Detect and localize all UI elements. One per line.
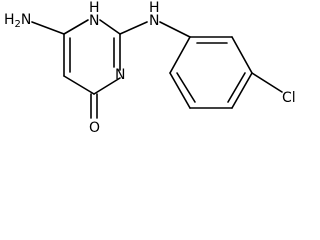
bond-ph-3 bbox=[231, 72, 253, 109]
bond-c2-nh bbox=[119, 21, 148, 35]
bond-c4-c5 bbox=[63, 75, 95, 95]
molecule-diagram: H2N H N N O H N Cl bbox=[4, 0, 296, 136]
label-layer: H2N H N N O H N Cl bbox=[4, 0, 296, 136]
bond-c6-n1 bbox=[63, 19, 89, 35]
amino-group-label: H2N bbox=[4, 12, 31, 30]
ring-n-label: N bbox=[115, 67, 125, 83]
bond-layer bbox=[31, 19, 283, 119]
chlorine-label: Cl bbox=[282, 90, 296, 106]
bond-nh-ph bbox=[159, 21, 191, 38]
amino-subscript-label: 2 bbox=[15, 19, 21, 30]
carbonyl-o-label: O bbox=[89, 120, 100, 136]
linker-nh-h-label: H bbox=[149, 0, 160, 16]
bond-ph-3-double bbox=[227, 72, 246, 103]
amino-n-label: N bbox=[21, 12, 31, 28]
bond-n3-c4 bbox=[93, 77, 121, 95]
bond-ph-6 bbox=[169, 36, 191, 74]
bond-ph-5 bbox=[169, 72, 191, 109]
bond-n1-c2 bbox=[99, 19, 121, 35]
ring-nh-h-label: H bbox=[89, 0, 100, 16]
ring-nh-n-label: N bbox=[89, 13, 99, 29]
bond-ph-5-double bbox=[176, 72, 196, 103]
bond-ph-cl bbox=[251, 72, 283, 93]
bond-ph-2 bbox=[231, 36, 253, 74]
amino-h-label: H bbox=[4, 12, 15, 28]
linker-nh-n-label: N bbox=[149, 13, 159, 29]
bond-amino-c6 bbox=[31, 21, 65, 35]
